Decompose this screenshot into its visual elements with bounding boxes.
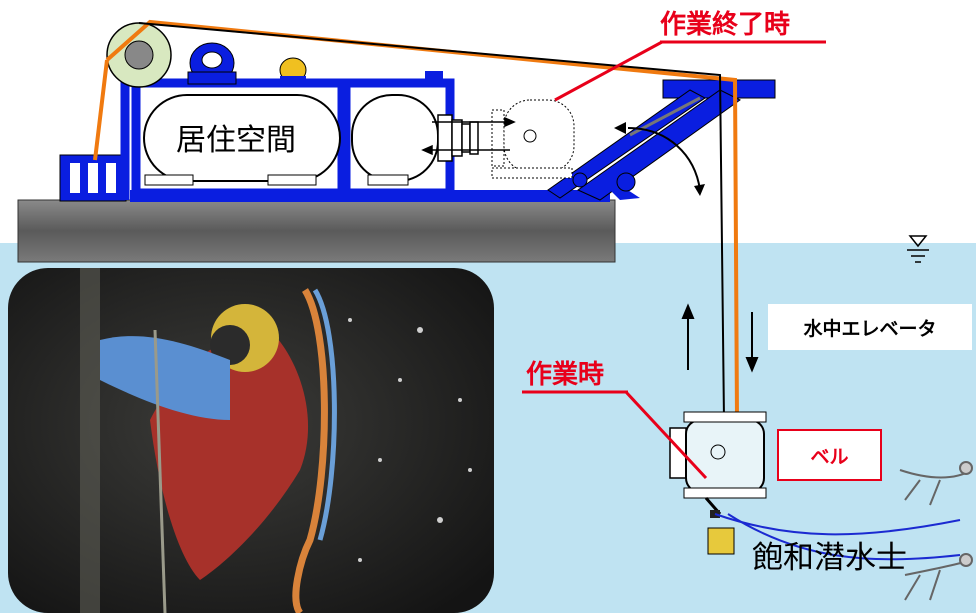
bell-label: ベル (777, 429, 882, 481)
yellow-winch (279, 57, 307, 84)
diver-figures (899, 461, 973, 601)
bell-end-position (491, 99, 575, 179)
diver-square-icon (707, 527, 735, 555)
living-space-label: 居住空間 (176, 123, 296, 158)
black-cable (138, 22, 725, 421)
barge-hull (17, 199, 616, 263)
work-end-leader (554, 40, 663, 102)
crane-swing-arrow (627, 127, 701, 191)
work-end-label: 作業終了時 (660, 9, 790, 40)
umbilical-line-2 (727, 513, 961, 561)
underwater-elevator-label: 水中エレベータ (768, 304, 972, 350)
work-time-leader (624, 390, 708, 480)
transfer-chamber (351, 94, 439, 182)
diving-bell (669, 411, 767, 518)
control-box (59, 154, 127, 202)
elevator-arrows (681, 303, 759, 373)
saturation-diver-label: 飽和潜水士 (752, 540, 907, 576)
living-space-chamber (143, 94, 341, 182)
launch-crane (547, 79, 776, 201)
water-surface-icon (907, 235, 929, 263)
blue-winch (187, 42, 237, 85)
transfer-arrows (421, 116, 516, 156)
work-time-label: 作業時 (526, 360, 604, 390)
underwater-diver-photo (8, 268, 494, 613)
